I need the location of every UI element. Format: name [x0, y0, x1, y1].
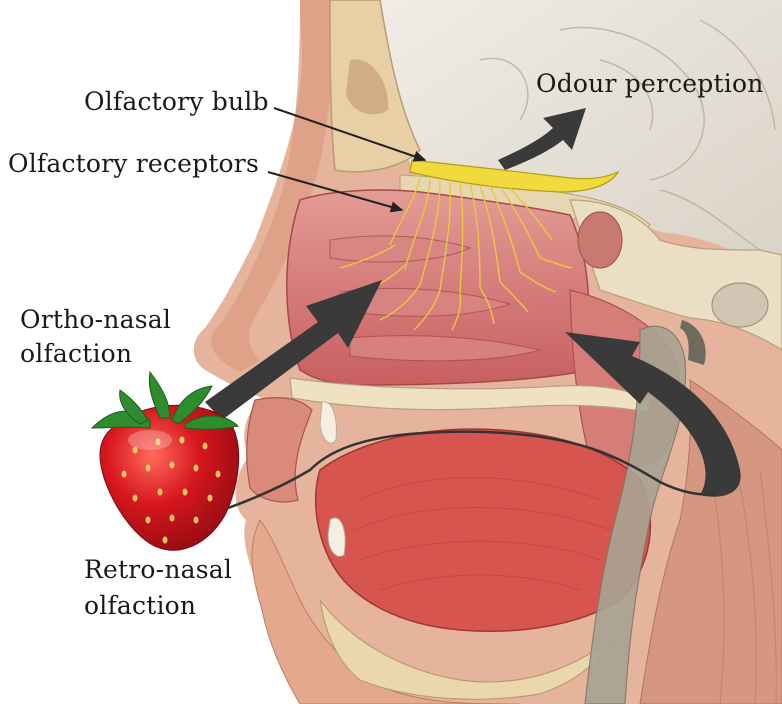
- label-olfactory-receptors: Olfactory receptors: [8, 150, 259, 178]
- label-retro-nasal-line2: olfaction: [84, 592, 196, 620]
- label-ortho-nasal-line1: Ortho-nasal: [20, 306, 171, 334]
- label-odour-perception: Odour perception: [536, 70, 764, 98]
- label-ortho-nasal-line2: olfaction: [20, 340, 132, 368]
- label-retro-nasal-line1: Retro-nasal: [84, 556, 232, 584]
- label-olfactory-bulb: Olfactory bulb: [84, 88, 269, 116]
